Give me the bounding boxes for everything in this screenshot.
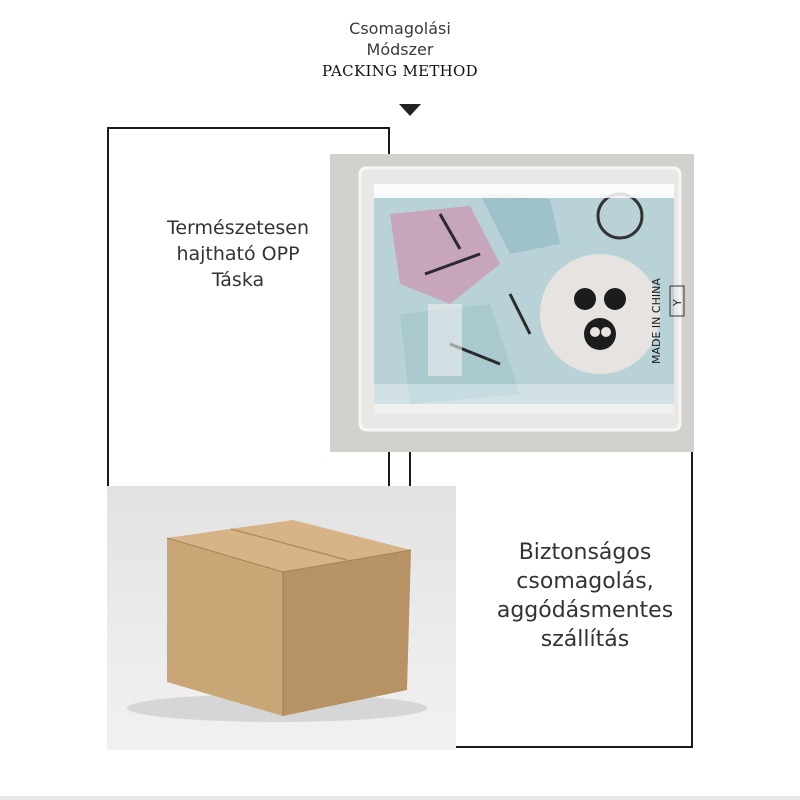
title-english: PACKING METHOD [322, 62, 478, 80]
made-in-label: MADE IN CHINA [650, 278, 663, 364]
step2-caption-line: csomagolás, [516, 569, 654, 594]
size-letter: Y [671, 299, 684, 307]
step1-caption-line: Táska [211, 269, 265, 291]
title-line-2: Módszer [366, 40, 434, 59]
step2-caption: Biztonságos csomagolás, aggódásmentes sz… [470, 538, 700, 654]
connector-left [107, 127, 109, 487]
bottom-divider [0, 796, 800, 800]
connector-mid-a [388, 452, 390, 488]
connector-bottom [456, 746, 693, 748]
title-line-1: Csomagolási [349, 19, 451, 38]
cardboard-box-illustration [127, 520, 427, 722]
step1-caption: Természetesen hajtható OPP Táska [138, 215, 338, 293]
connector-top [107, 127, 390, 129]
step2-caption-line: szállítás [540, 627, 630, 652]
arrow-down-icon [399, 104, 421, 116]
step2-caption-line: Biztonságos [518, 540, 652, 565]
connector-mid-left [388, 127, 390, 157]
step1-caption-line: Természetesen [166, 217, 310, 239]
connector-right [691, 452, 693, 748]
header: Csomagolási Módszer PACKING METHOD [250, 18, 550, 80]
step2-caption-line: aggódásmentes [496, 598, 674, 623]
opp-bag-photo: MADE IN CHINA Y [330, 154, 694, 452]
step1-caption-line: hajtható OPP [176, 243, 300, 265]
cardboard-box-photo [107, 486, 456, 750]
opp-bag-illustration: MADE IN CHINA Y [330, 154, 694, 452]
connector-mid-b [409, 452, 411, 488]
